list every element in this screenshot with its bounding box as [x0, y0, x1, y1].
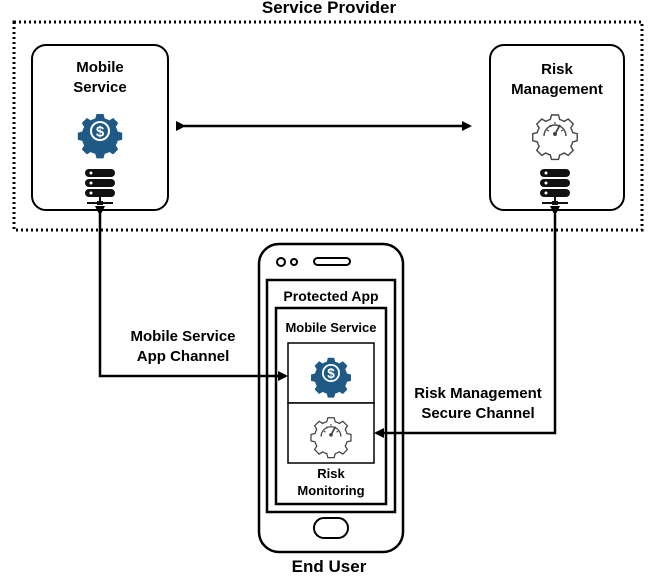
mobile-service-title-line2: Service: [73, 78, 127, 96]
dollar-gear-icon: [77, 114, 123, 159]
end-user-label: End User: [291, 557, 367, 576]
app-channel-label: Mobile Service App Channel: [108, 327, 258, 366]
protected-app-title: Protected App: [283, 288, 379, 304]
secure-channel-label-line2: Secure Channel: [421, 404, 535, 422]
risk-management-title: Risk Management: [490, 60, 624, 99]
app-channel-arrow: [95, 206, 288, 381]
risk-monitoring-label-line2: Monitoring: [297, 482, 365, 498]
mobile-service-title: Mobile Service: [32, 58, 168, 97]
sensor-icon: [290, 258, 298, 266]
risk-monitoring-label-line1: Risk: [317, 466, 345, 481]
service-provider-boundary: [12, 20, 644, 232]
app-channel-label-line2: App Channel: [136, 347, 230, 365]
app-channel-label-line1: Mobile Service: [130, 328, 236, 345]
mobile-service-title-line1: Mobile: [76, 59, 124, 76]
risk-monitoring-label: Risk Monitoring: [278, 466, 384, 500]
secure-channel-label: Risk Management Secure Channel: [404, 384, 552, 423]
home-button-icon: [313, 517, 349, 539]
service-provider-title: Service Provider: [261, 0, 397, 17]
dollar-gear-icon: [311, 357, 351, 398]
risk-management-title-line2: Management: [511, 80, 603, 98]
secure-channel-arrow: [374, 206, 560, 438]
secure-channel-label-line1: Risk Management: [414, 385, 542, 402]
risk-management-title-line1: Risk: [541, 61, 573, 78]
app-mobile-service-title: Mobile Service: [285, 320, 377, 335]
speaker-icon: [313, 257, 351, 266]
